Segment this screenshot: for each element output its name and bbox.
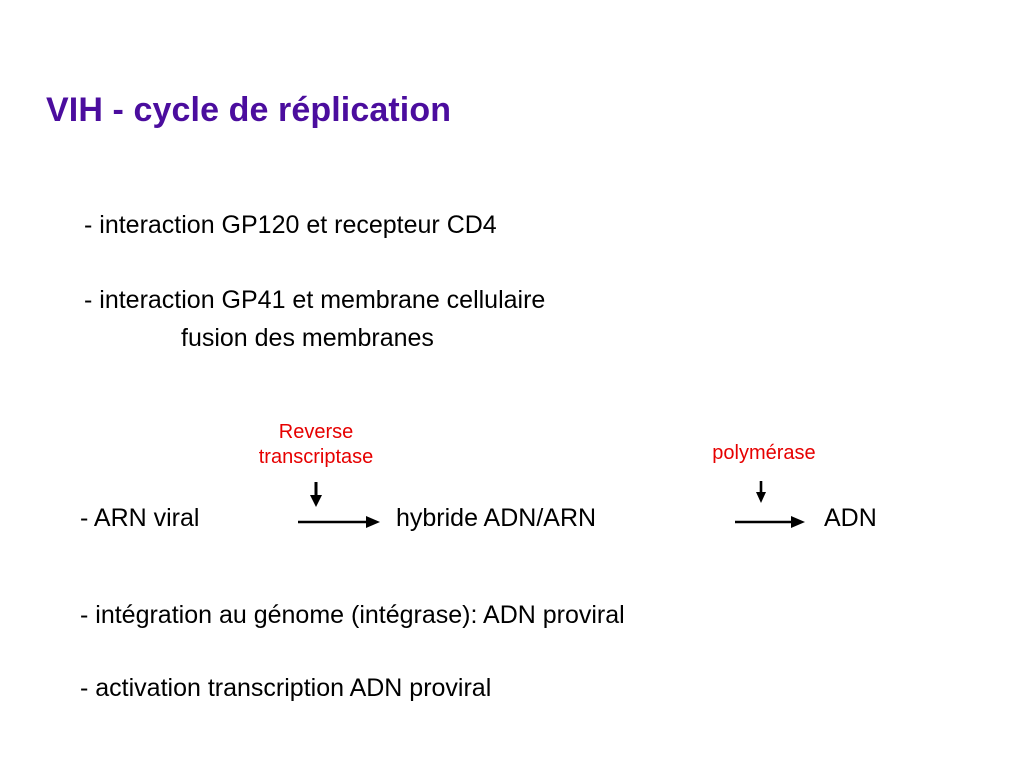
page-title: VIH - cycle de réplication [46, 91, 452, 129]
enzyme-label-reverse-transcriptase: Reverse transcriptase [216, 420, 416, 470]
pathway-term-hybride-adn-arn: hybride ADN/ARN [396, 504, 597, 532]
enzyme-label-polymerase-line1: polymérase [712, 442, 816, 464]
sub-line-fusion-membranes: fusion des membranes [181, 324, 434, 352]
arrow-polymerase-svg [735, 481, 805, 528]
bullet-integration-genome: - intégration au génome (intégrase): ADN… [80, 601, 625, 629]
pathway-term-adn: ADN [824, 504, 877, 532]
enzyme-label-polymerase: polymérase [664, 441, 864, 466]
bullet-gp120-cd4: - interaction GP120 et recepteur CD4 [84, 211, 497, 239]
arrow-reverse-transcriptase [296, 480, 386, 540]
enzyme-label-reverse-transcriptase-line1: Reverse [278, 421, 354, 443]
arrow-polymerase [733, 475, 823, 540]
enzyme-label-reverse-transcriptase-line2: transcriptase [258, 446, 374, 468]
arrow-reverse-transcriptase-svg [298, 482, 380, 528]
bullet-gp41-membrane: - interaction GP41 et membrane cellulair… [84, 286, 546, 314]
pathway-term-arn-viral: - ARN viral [80, 504, 200, 532]
bullet-activation-transcription: - activation transcription ADN proviral [80, 674, 492, 702]
replication-pathway-diagram: Reverse transcriptase polymérase [0, 400, 1024, 550]
